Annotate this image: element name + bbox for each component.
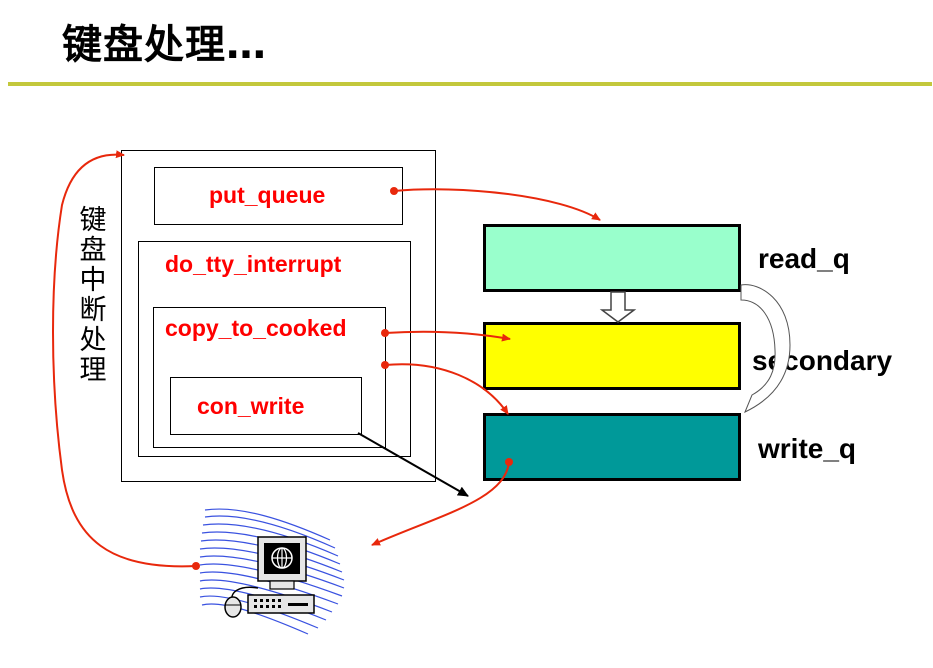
copy-to-cooked-box (153, 307, 386, 448)
write-q-label: write_q (758, 433, 857, 464)
read-q-to-secondary-arrow (599, 291, 637, 323)
do-tty-interrupt-box (138, 241, 411, 457)
read-q-label: read_q (758, 243, 850, 274)
con-write-box (170, 377, 362, 435)
copy-to-cooked-label: copy_to_cooked (165, 315, 347, 341)
title-divider (8, 82, 932, 86)
con-write-label: con_write (197, 393, 305, 419)
secondary-to-write-q-curve (740, 284, 791, 414)
keyboard-interrupt-loop-arrow (52, 150, 197, 568)
copy-to-cooked-to-write-q-arrow (384, 363, 509, 415)
write-q-box (483, 413, 741, 481)
con-write-to-write-q-arrow (357, 432, 469, 497)
write-q-to-computer-arrow (371, 461, 510, 546)
copy-to-cooked-to-secondary-arrow (384, 330, 511, 342)
page-title: 键盘处理… (62, 22, 267, 68)
do-tty-interrupt-label: do_tty_interrupt (165, 251, 342, 277)
secondary-box (483, 322, 741, 390)
put-queue-to-read-q-arrow (393, 188, 601, 221)
read-q-box (483, 224, 741, 292)
interrupt-handler-box (121, 150, 436, 482)
keyboard-interrupt-label: 键盘中断处理 (79, 205, 107, 386)
put-queue-label: put_queue (209, 182, 326, 208)
put-queue-box (154, 167, 403, 225)
